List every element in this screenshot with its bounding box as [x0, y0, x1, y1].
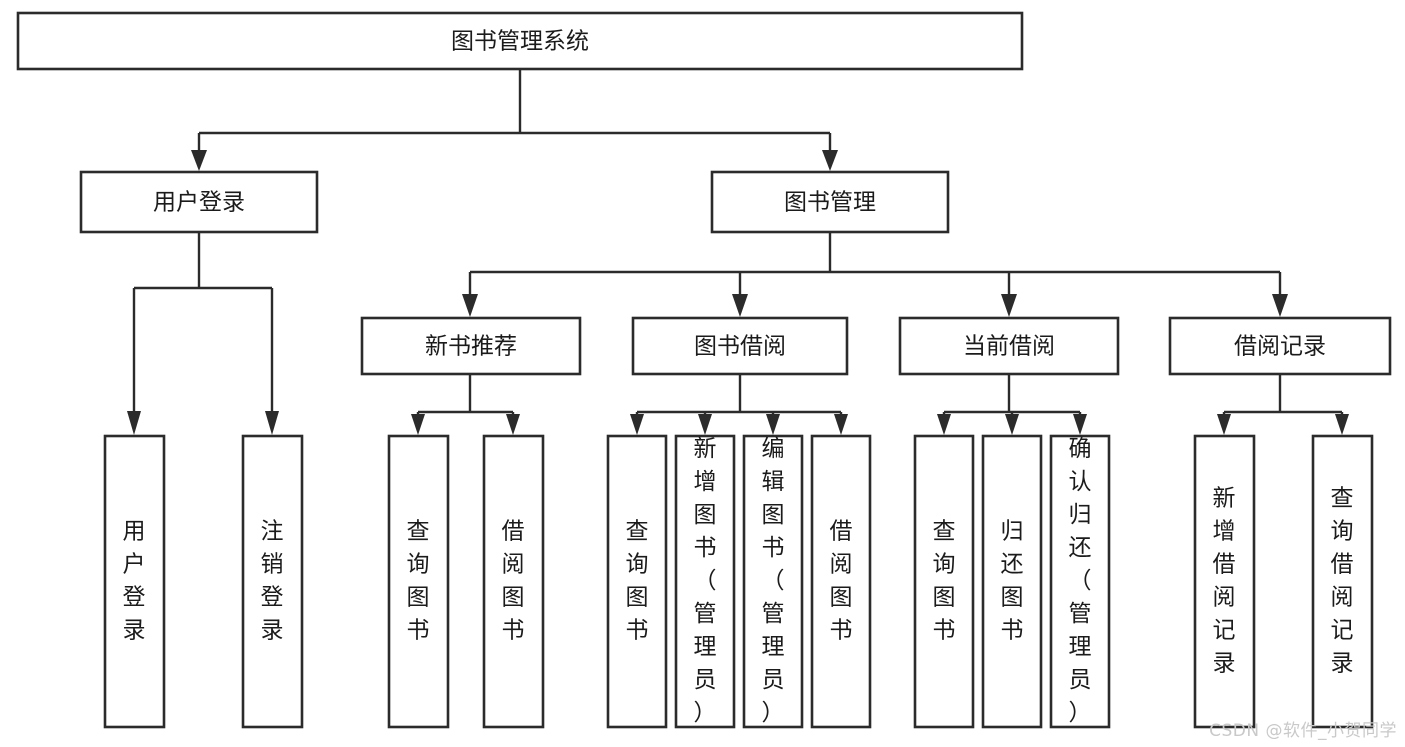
node-leaf-user-login-label: 用户登录: [123, 518, 146, 643]
node-leaf-query-book-3-box[interactable]: [913, 434, 975, 729]
node-leaf-user-login[interactable]: 用户登录: [103, 434, 166, 729]
node-leaf-query-book-1[interactable]: 查询图书: [387, 434, 450, 729]
arrow-head-new-book-recommend: [462, 294, 478, 317]
node-new-book-recommend[interactable]: 新书推荐: [360, 316, 582, 376]
arrow-head-current-borrow: [1001, 294, 1017, 317]
node-leaf-borrow-book-1-box[interactable]: [482, 434, 545, 729]
node-current-borrow-box[interactable]: [898, 316, 1120, 376]
arrow-head-book-manage: [822, 150, 838, 171]
arrow-head-leaf-query-book-2: [630, 414, 644, 435]
connector-layer: [127, 69, 1349, 435]
node-leaf-add-record-box[interactable]: [1193, 434, 1256, 729]
arrow-head-leaf-edit-book: [766, 414, 780, 435]
node-leaf-user-login-box[interactable]: [103, 434, 166, 729]
node-leaf-query-record[interactable]: 查询借阅记录: [1311, 434, 1374, 729]
node-book-manage-box[interactable]: [710, 170, 950, 234]
node-leaf-query-book-2-label: 查询图书: [626, 518, 649, 643]
node-leaf-user-logout-label: 注销登录: [261, 518, 284, 643]
node-leaf-confirm-return-label: 确认归还（管理员）: [1069, 436, 1092, 726]
node-leaf-query-book-2-box[interactable]: [606, 434, 668, 729]
node-leaf-confirm-return-box[interactable]: [1049, 434, 1111, 729]
node-leaf-borrow-book-1-label: 借阅图书: [502, 518, 525, 643]
node-leaf-return-book[interactable]: 归还图书: [981, 434, 1043, 729]
node-leaf-return-book-label: 归还图书: [1001, 518, 1024, 643]
node-new-book-recommend-box[interactable]: [360, 316, 582, 376]
node-user-login-label: 用户登录: [153, 190, 245, 216]
node-borrow-record-label: 借阅记录: [1234, 334, 1326, 360]
node-leaf-user-logout-box[interactable]: [241, 434, 304, 729]
node-leaf-query-book-1-box[interactable]: [387, 434, 450, 729]
node-book-manage[interactable]: 图书管理: [710, 170, 950, 234]
arrow-head-leaf-borrow-book-1: [506, 414, 520, 435]
node-leaf-confirm-return[interactable]: 确认归还（管理员）: [1049, 434, 1111, 729]
node-leaf-query-record-box[interactable]: [1311, 434, 1374, 729]
node-user-login[interactable]: 用户登录: [79, 170, 319, 234]
arrow-head-leaf-return-book: [1005, 414, 1019, 435]
arrow-head-leaf-borrow-book-2: [834, 414, 848, 435]
arrow-head-leaf-query-book-1: [411, 414, 425, 435]
node-book-borrow-box[interactable]: [631, 316, 849, 376]
arrow-head-leaf-query-record: [1335, 414, 1349, 435]
arrow-head-book-borrow: [732, 294, 748, 317]
node-user-login-box[interactable]: [79, 170, 319, 234]
node-root-box[interactable]: [16, 11, 1024, 71]
arrow-head-user-login: [191, 150, 207, 171]
node-root-label: 图书管理系统: [451, 29, 589, 55]
node-leaf-query-book-1-label: 查询图书: [407, 518, 430, 643]
node-current-borrow-label: 当前借阅: [963, 334, 1055, 360]
node-new-book-recommend-label: 新书推荐: [425, 334, 517, 360]
csdn-watermark: CSDN @软件_小贺同学: [1209, 721, 1397, 741]
node-leaf-add-record[interactable]: 新增借阅记录: [1193, 434, 1256, 729]
node-leaf-borrow-book-2-box[interactable]: [810, 434, 872, 729]
arrow-head-leaf-add-record: [1217, 414, 1231, 435]
arrow-head-leaf-user-login: [127, 411, 141, 435]
node-leaf-borrow-book-2-label: 借阅图书: [830, 518, 853, 643]
node-current-borrow[interactable]: 当前借阅: [898, 316, 1120, 376]
arrow-head-leaf-user-logout: [265, 411, 279, 435]
node-borrow-record-box[interactable]: [1168, 316, 1392, 376]
node-leaf-edit-book[interactable]: 编辑图书（管理员）: [742, 434, 804, 729]
node-book-manage-label: 图书管理: [784, 190, 876, 216]
node-leaf-add-book-label: 新增图书（管理员）: [694, 436, 717, 726]
node-leaf-query-book-2[interactable]: 查询图书: [606, 434, 668, 729]
node-book-borrow[interactable]: 图书借阅: [631, 316, 849, 376]
node-leaf-return-book-box[interactable]: [981, 434, 1043, 729]
arrow-head-leaf-add-book: [698, 414, 712, 435]
node-leaf-edit-book-box[interactable]: [742, 434, 804, 729]
node-leaf-query-book-3[interactable]: 查询图书: [913, 434, 975, 729]
node-leaf-add-book-box[interactable]: [674, 434, 736, 729]
node-borrow-record[interactable]: 借阅记录: [1168, 316, 1392, 376]
node-leaf-query-book-3-label: 查询图书: [933, 518, 956, 643]
arrow-head-leaf-query-book-3: [937, 414, 951, 435]
arrow-head-leaf-confirm-return: [1073, 414, 1087, 435]
node-leaf-borrow-book-2[interactable]: 借阅图书: [810, 434, 872, 729]
node-book-borrow-label: 图书借阅: [694, 334, 786, 360]
node-leaf-user-logout[interactable]: 注销登录: [241, 434, 304, 729]
node-leaf-query-record-label: 查询借阅记录: [1331, 485, 1354, 676]
node-root[interactable]: 图书管理系统: [16, 11, 1024, 71]
node-leaf-edit-book-label: 编辑图书（管理员）: [762, 436, 785, 726]
arrow-head-borrow-record: [1272, 294, 1288, 317]
node-leaf-add-book[interactable]: 新增图书（管理员）: [674, 434, 736, 729]
node-leaf-borrow-book-1[interactable]: 借阅图书: [482, 434, 545, 729]
node-leaf-add-record-label: 新增借阅记录: [1213, 485, 1236, 676]
